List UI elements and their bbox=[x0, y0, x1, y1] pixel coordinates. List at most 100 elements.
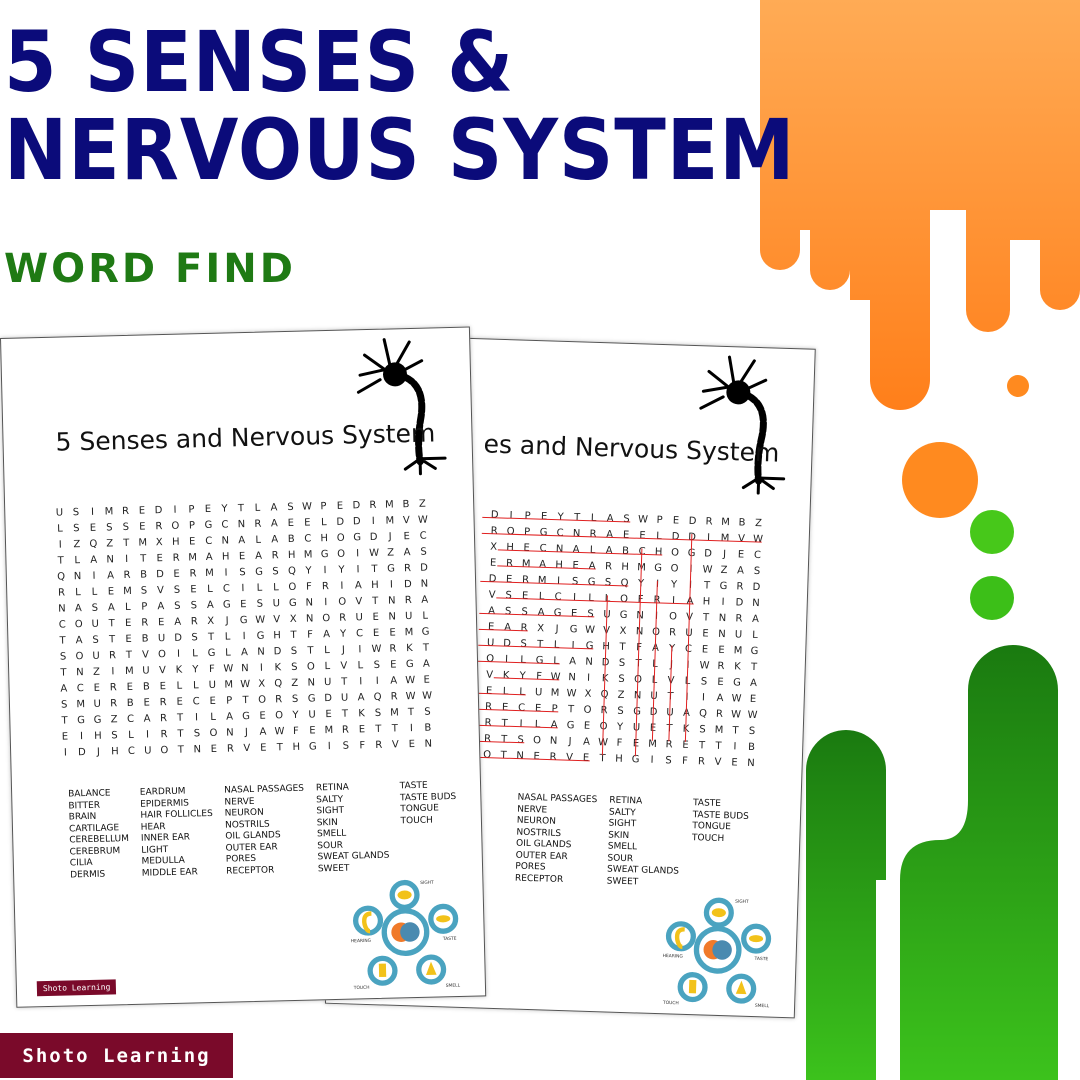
solution-line bbox=[480, 580, 629, 587]
grid-letter: I bbox=[323, 565, 327, 577]
solution-line bbox=[497, 549, 663, 556]
grid-letter: A bbox=[422, 658, 430, 670]
grid-letter: E bbox=[240, 599, 247, 611]
grid-letter: A bbox=[205, 551, 213, 564]
grid-letter: S bbox=[256, 598, 264, 610]
grid-letter: E bbox=[403, 531, 411, 543]
grid-letter: S bbox=[342, 740, 350, 752]
grid-letter: A bbox=[255, 550, 263, 562]
grid-letter: B bbox=[142, 681, 150, 693]
grid-letter: N bbox=[305, 613, 314, 625]
word-list-item: TOUCH bbox=[691, 832, 725, 844]
grid-letter: V bbox=[402, 515, 410, 527]
grid-letter: L bbox=[273, 582, 279, 594]
grid-letter: H bbox=[320, 533, 329, 545]
grid-letter: N bbox=[106, 554, 115, 566]
solution-line bbox=[497, 565, 596, 570]
grid-letter: T bbox=[177, 744, 185, 756]
grid-letter: I bbox=[58, 539, 62, 551]
solution-line bbox=[479, 612, 595, 618]
sense-label: HEARING bbox=[351, 938, 372, 945]
grid-letter: T bbox=[422, 642, 430, 654]
grid-letter: S bbox=[173, 584, 181, 596]
grid-letter: R bbox=[339, 612, 347, 624]
grid-letter: S bbox=[73, 523, 80, 535]
grid-letter: S bbox=[373, 659, 381, 671]
grid-letter: P bbox=[188, 504, 195, 516]
grid-letter: U bbox=[142, 665, 150, 677]
grid-letter: I bbox=[145, 729, 150, 741]
grid-letter: I bbox=[90, 506, 95, 518]
grid-letter: B bbox=[140, 569, 148, 581]
grid-letter: M bbox=[205, 567, 215, 580]
grid-letter: I bbox=[63, 747, 68, 759]
grid-letter: O bbox=[306, 661, 315, 673]
brand-badge: Shoto Learning bbox=[36, 979, 117, 997]
grid-letter: Z bbox=[418, 498, 426, 510]
grid-letter: Y bbox=[305, 565, 312, 577]
grid-letter: L bbox=[91, 586, 98, 598]
grid-letter: H bbox=[273, 630, 282, 642]
grid-letter: R bbox=[404, 595, 412, 607]
grid-letter: G bbox=[353, 532, 362, 544]
grid-letter: E bbox=[325, 709, 332, 721]
neuron-icon bbox=[356, 338, 447, 476]
grid-letter: C bbox=[222, 583, 231, 595]
grid-letter: T bbox=[108, 634, 116, 646]
grid-letter: J bbox=[388, 531, 392, 543]
solution-line bbox=[478, 644, 594, 650]
sense-label: TASTE bbox=[442, 936, 457, 942]
grid-letter: Y bbox=[339, 628, 347, 640]
grid-letter: L bbox=[254, 502, 261, 514]
grid-letter: N bbox=[193, 744, 202, 756]
grid-letter: T bbox=[108, 618, 115, 630]
grid-letter: I bbox=[389, 579, 394, 591]
grid-letter: E bbox=[143, 697, 151, 709]
grid-letter: L bbox=[224, 631, 231, 643]
word-list-item: SWEET bbox=[606, 875, 639, 887]
grid-letter: J bbox=[225, 615, 229, 627]
grid-letter: R bbox=[123, 569, 131, 582]
grid-letter: S bbox=[72, 507, 80, 519]
grid-letter: N bbox=[241, 663, 249, 675]
grid-letter: E bbox=[125, 633, 132, 646]
orange-drips bbox=[760, 0, 1080, 518]
grid-letter: I bbox=[409, 723, 414, 735]
grid-letter: T bbox=[407, 706, 415, 719]
grid-letter: U bbox=[91, 618, 100, 630]
grid-letter: C bbox=[221, 519, 229, 531]
grid-letter: B bbox=[126, 697, 134, 710]
grid-letter: R bbox=[109, 682, 117, 694]
grid-letter: R bbox=[403, 563, 412, 575]
solution-line bbox=[684, 533, 693, 742]
grid-letter: E bbox=[260, 742, 267, 754]
grid-letter: T bbox=[59, 635, 66, 647]
solution-line bbox=[476, 708, 559, 713]
grid-letter: G bbox=[222, 599, 231, 611]
grid-letter: W bbox=[369, 547, 380, 560]
grid-letter: E bbox=[157, 617, 165, 629]
word-list-item: TASTE BUDS bbox=[399, 791, 457, 803]
grid-letter: T bbox=[391, 723, 399, 735]
grid-letter: W bbox=[240, 678, 251, 691]
grid-letter: I bbox=[324, 597, 328, 609]
grid-letter: T bbox=[60, 667, 67, 679]
grid-letter: G bbox=[93, 714, 102, 726]
grid-letter: N bbox=[226, 727, 234, 739]
grid-letter: M bbox=[384, 499, 394, 511]
grid-letter: R bbox=[369, 499, 377, 512]
grid-letter: A bbox=[75, 635, 83, 647]
grid-letter: G bbox=[405, 658, 414, 671]
solution-line bbox=[475, 724, 558, 729]
grid-letter: X bbox=[258, 678, 266, 690]
grid-letter: O bbox=[337, 548, 346, 560]
grid-letter: E bbox=[309, 725, 316, 737]
grid-letter: M bbox=[303, 549, 313, 561]
grid-letter: X bbox=[155, 537, 163, 549]
grid-letter: E bbox=[372, 611, 379, 623]
grid-letter: A bbox=[90, 554, 98, 566]
grid-letter: Z bbox=[110, 714, 118, 726]
